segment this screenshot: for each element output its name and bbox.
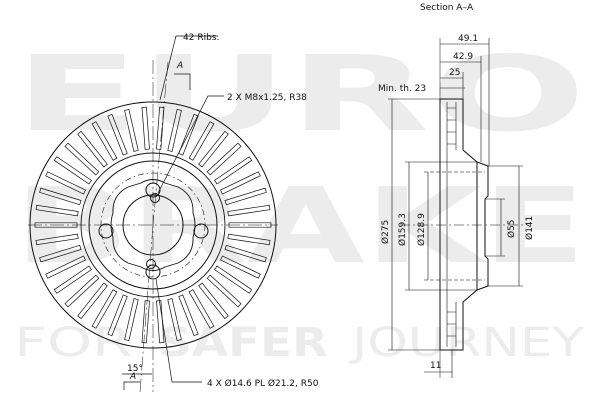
- dim-141: Ø141: [524, 216, 535, 240]
- vent-rib: [35, 204, 79, 217]
- vent-rib: [64, 274, 100, 308]
- vent-rib: [141, 106, 150, 150]
- ribs-label: 42 Ribs.: [183, 33, 219, 43]
- min-thickness-label: Min. th. 23: [378, 84, 426, 94]
- vent-rib: [77, 130, 108, 168]
- vent-rib: [34, 222, 78, 228]
- dim-128-9: Ø128.9: [416, 213, 427, 246]
- ribs-leader: [159, 35, 218, 101]
- section-marker-bottom: A: [129, 372, 136, 382]
- vent-rib: [227, 204, 271, 217]
- vent-rib: [53, 265, 92, 294]
- bolt-leader: [155, 278, 202, 383]
- vent-ribs: [34, 106, 272, 344]
- thread-hole-bottom: [146, 259, 156, 269]
- vent-rib: [141, 300, 150, 344]
- vent-rib: [39, 187, 82, 206]
- dim-159-3: Ø159.3: [397, 213, 408, 246]
- section-marker-top: A: [176, 61, 183, 71]
- vent-rib: [91, 121, 118, 161]
- vent-rib: [91, 289, 118, 329]
- vent-rib: [206, 142, 242, 176]
- watermark-tagline-a: FOR: [14, 320, 132, 366]
- vent-rib: [77, 282, 108, 320]
- dim-49-1: 49.1: [458, 34, 478, 44]
- vent-rib-lines: [447, 107, 456, 337]
- disc-front-view: [28, 60, 278, 393]
- dim-275: Ø275: [380, 220, 391, 244]
- vent-rib: [227, 233, 271, 246]
- hub-profile: [110, 179, 196, 271]
- watermark-tagline-b: SAFER: [158, 320, 328, 366]
- section-line-lower: [139, 224, 154, 393]
- section-dimensions: [388, 38, 523, 378]
- vent-rib: [198, 282, 229, 320]
- vent-rib: [188, 289, 215, 329]
- vent-rib: [53, 156, 92, 185]
- thread-leader: [157, 95, 224, 194]
- vent-rib: [220, 255, 261, 279]
- bolt-hole-right: [193, 223, 209, 239]
- vent-rib: [224, 187, 267, 206]
- watermark-line2: BRAKE: [14, 165, 586, 287]
- section-arrow-top: [174, 73, 191, 90]
- vent-rib: [206, 274, 242, 308]
- vent-rib: [35, 233, 79, 246]
- vent-rib: [178, 294, 199, 337]
- disc-section-view: [400, 38, 525, 378]
- front-view-annotations: [122, 35, 224, 390]
- vent-rib: [45, 255, 86, 279]
- vent-rib: [107, 294, 128, 337]
- section-title: Section A–A: [420, 3, 474, 13]
- vent-rib: [214, 156, 253, 185]
- vent-rib: [45, 171, 86, 195]
- thread-label: 2 X M8x1.25, R38: [227, 93, 307, 103]
- vent-rib: [214, 265, 253, 294]
- hat-outline: [476, 161, 489, 291]
- vent-rib: [198, 130, 229, 168]
- watermark: EURO BRAKE FOR SAFER JOURNEY: [14, 33, 586, 366]
- watermark-tagline-c: JOURNEY: [348, 320, 585, 366]
- vent-rib: [167, 109, 182, 152]
- angle-label: 15°: [127, 364, 143, 374]
- dim-25: 25: [449, 68, 460, 78]
- dim-55: Ø55: [506, 219, 517, 238]
- vent-rib: [228, 222, 272, 228]
- vent-rib: [107, 113, 128, 156]
- vent-rib: [156, 106, 165, 150]
- vent-rib: [224, 244, 267, 263]
- vent-rib: [220, 171, 261, 195]
- vent-rib: [167, 298, 182, 341]
- vent-rib: [124, 298, 139, 341]
- vent-rib: [64, 142, 100, 176]
- dim-11: 11: [430, 361, 441, 371]
- section-arrow-bottom: [123, 381, 140, 390]
- bolt-hole-label: 4 X Ø14.6 PL Ø21.2, R50: [207, 378, 319, 389]
- vent-rib: [39, 244, 82, 263]
- vent-rib: [178, 113, 199, 156]
- watermark-line1: EURO: [14, 33, 586, 155]
- dim-42-9: 42.9: [453, 52, 473, 62]
- vent-rib: [188, 121, 215, 161]
- bolt-hole-left: [98, 223, 114, 239]
- section-line-upper: [152, 61, 169, 226]
- vent-rib: [124, 109, 139, 152]
